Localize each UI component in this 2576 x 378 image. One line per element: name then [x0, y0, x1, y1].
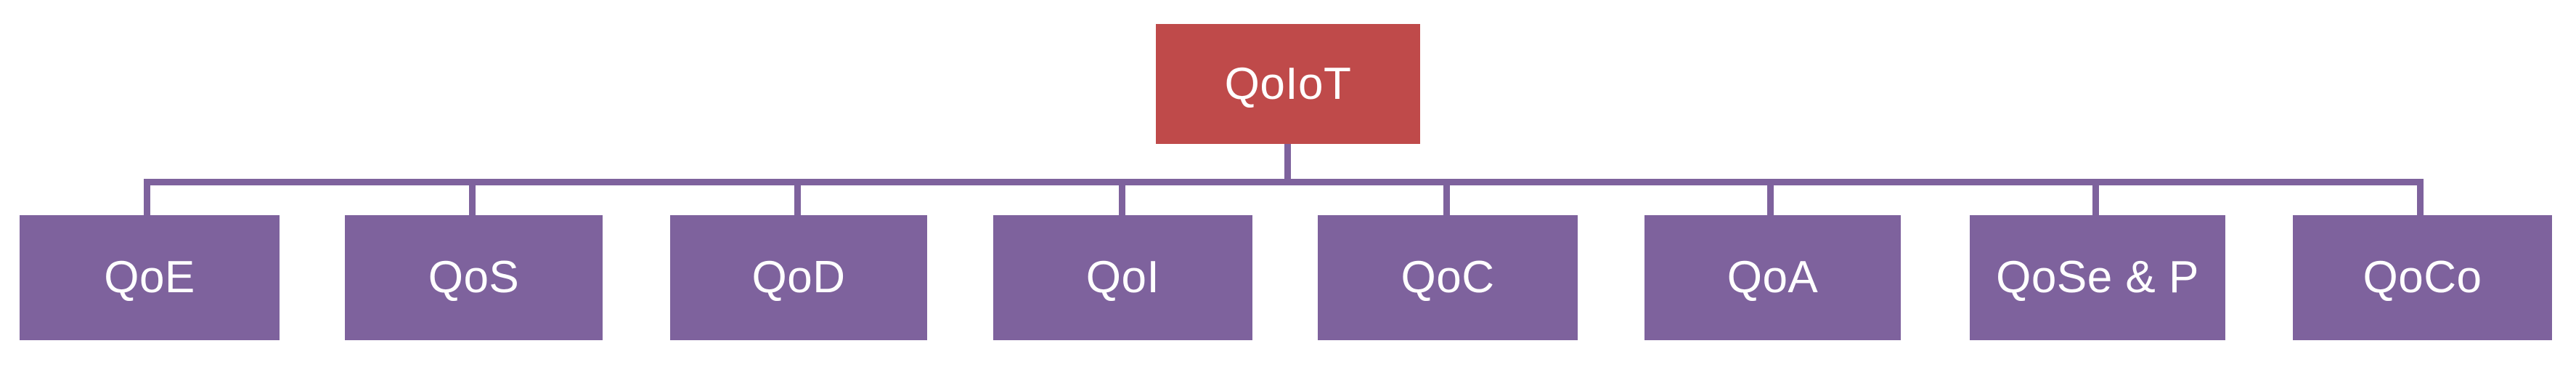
node-child-label: QoSe & P	[1996, 252, 2199, 302]
connector-stub-qod	[794, 179, 801, 215]
node-child-qoa[interactable]: QoA	[1644, 215, 1901, 340]
node-child-label: QoCo	[2363, 252, 2482, 302]
node-child-qod[interactable]: QoD	[670, 215, 927, 340]
connector-stub-qos	[469, 179, 476, 215]
connector-root-stub	[1284, 144, 1291, 179]
node-child-label: QoI	[1085, 252, 1160, 302]
node-child-qoe[interactable]: QoE	[20, 215, 280, 340]
connector-stub-qoe	[144, 179, 150, 215]
node-root-qoiot[interactable]: QoIoT	[1156, 24, 1420, 144]
connector-stub-qoa	[1767, 179, 1774, 215]
node-child-label: QoS	[428, 252, 520, 302]
connector-stub-qoco	[2417, 179, 2424, 215]
node-child-qoco[interactable]: QoCo	[2293, 215, 2552, 340]
node-child-qos[interactable]: QoS	[345, 215, 603, 340]
node-child-label: QoC	[1401, 252, 1495, 302]
connector-stub-qoi	[1119, 179, 1125, 215]
node-child-label: QoA	[1727, 252, 1819, 302]
connector-stub-qoc	[1443, 179, 1450, 215]
node-root-label: QoIoT	[1224, 58, 1352, 109]
node-child-qoi[interactable]: QoI	[993, 215, 1252, 340]
connector-horizontal-bus	[147, 179, 2424, 185]
node-child-qose-p[interactable]: QoSe & P	[1970, 215, 2225, 340]
node-child-label: QoE	[104, 252, 195, 302]
node-child-qoc[interactable]: QoC	[1318, 215, 1578, 340]
node-child-label: QoD	[751, 252, 846, 302]
connector-stub-qose-p	[2092, 179, 2099, 215]
